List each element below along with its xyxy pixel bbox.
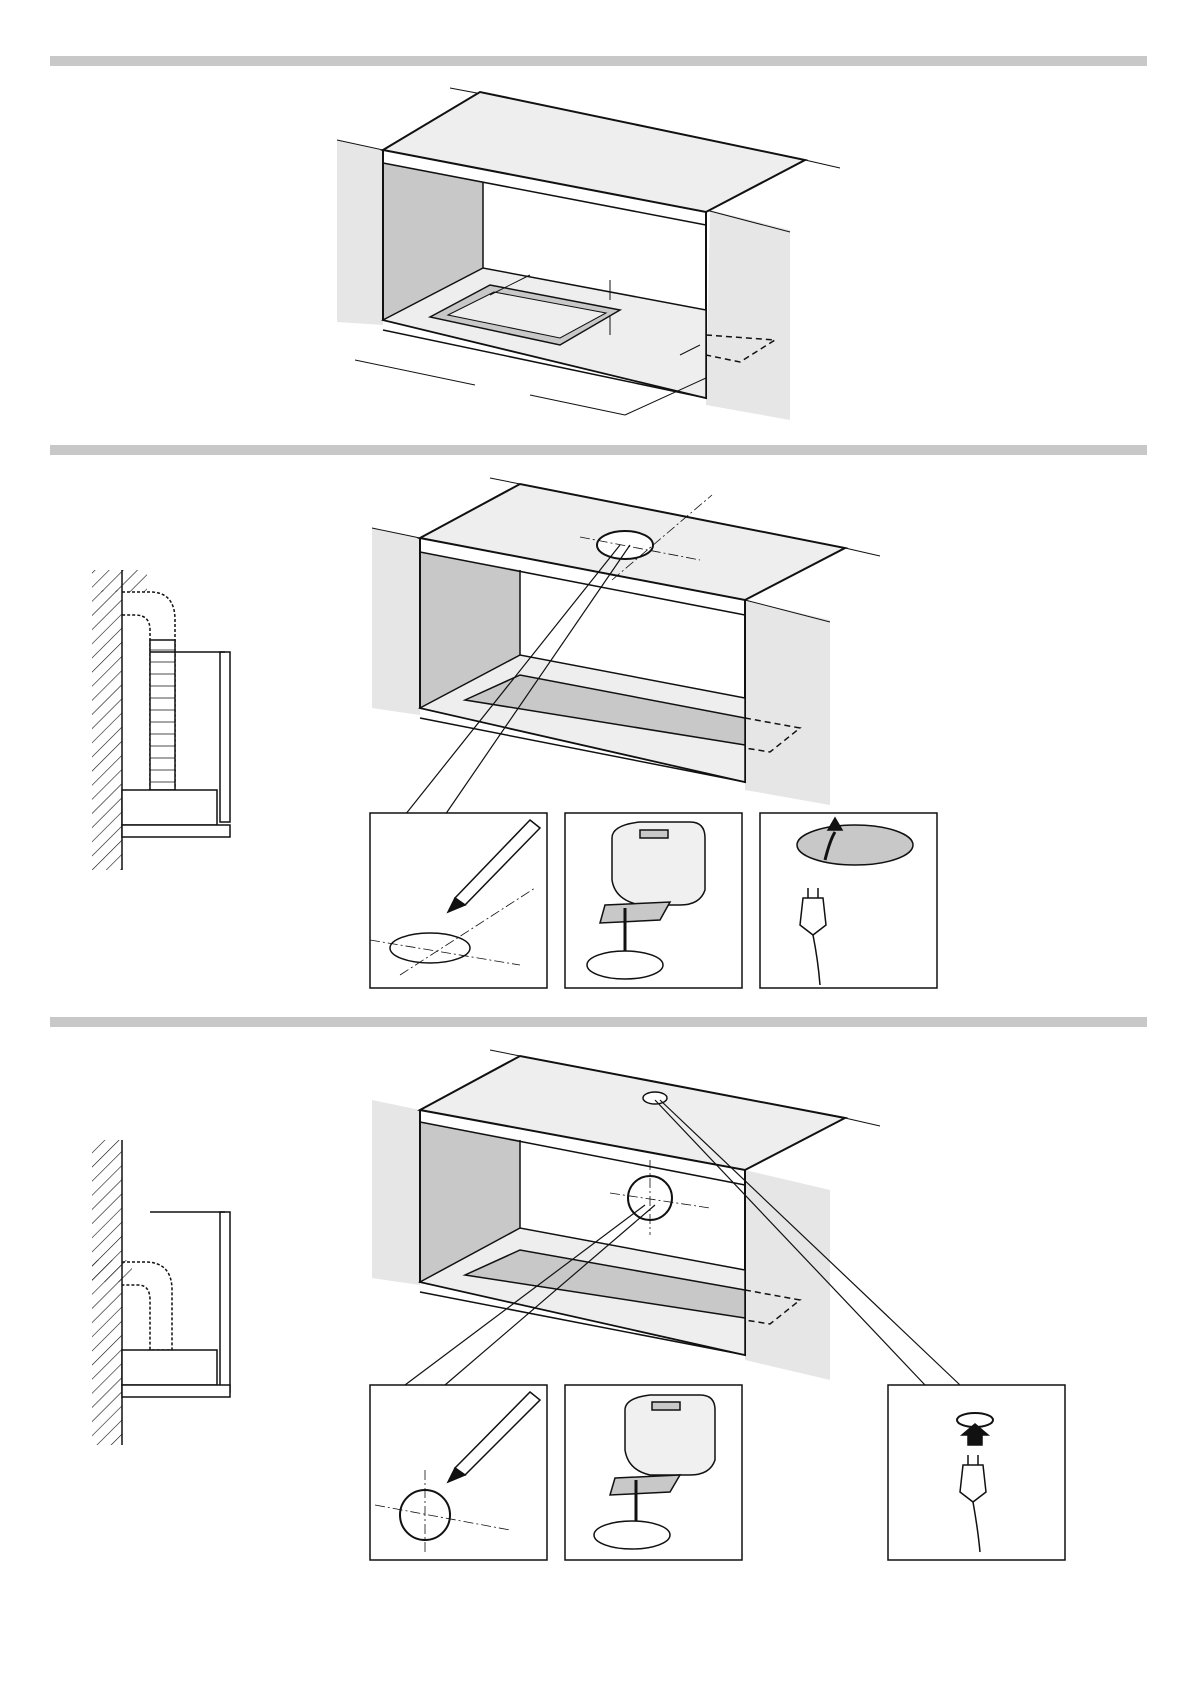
panel-insert-cable-top bbox=[888, 1385, 1065, 1560]
panel-cut-hole-top bbox=[565, 1385, 742, 1560]
panel-cut-hole bbox=[565, 813, 742, 988]
top-exhaust-side-view bbox=[92, 1140, 230, 1445]
top-exhaust-cabinet-figure bbox=[372, 1050, 960, 1385]
cabinet-cutout-dimensions-figure bbox=[337, 88, 840, 420]
panel-mark-hole-top bbox=[370, 1385, 547, 1560]
rear-exhaust-side-view bbox=[92, 570, 230, 870]
panel-insert-cable bbox=[760, 813, 937, 988]
rear-exhaust-cabinet-figure bbox=[372, 478, 880, 815]
panel-mark-hole bbox=[370, 813, 547, 988]
